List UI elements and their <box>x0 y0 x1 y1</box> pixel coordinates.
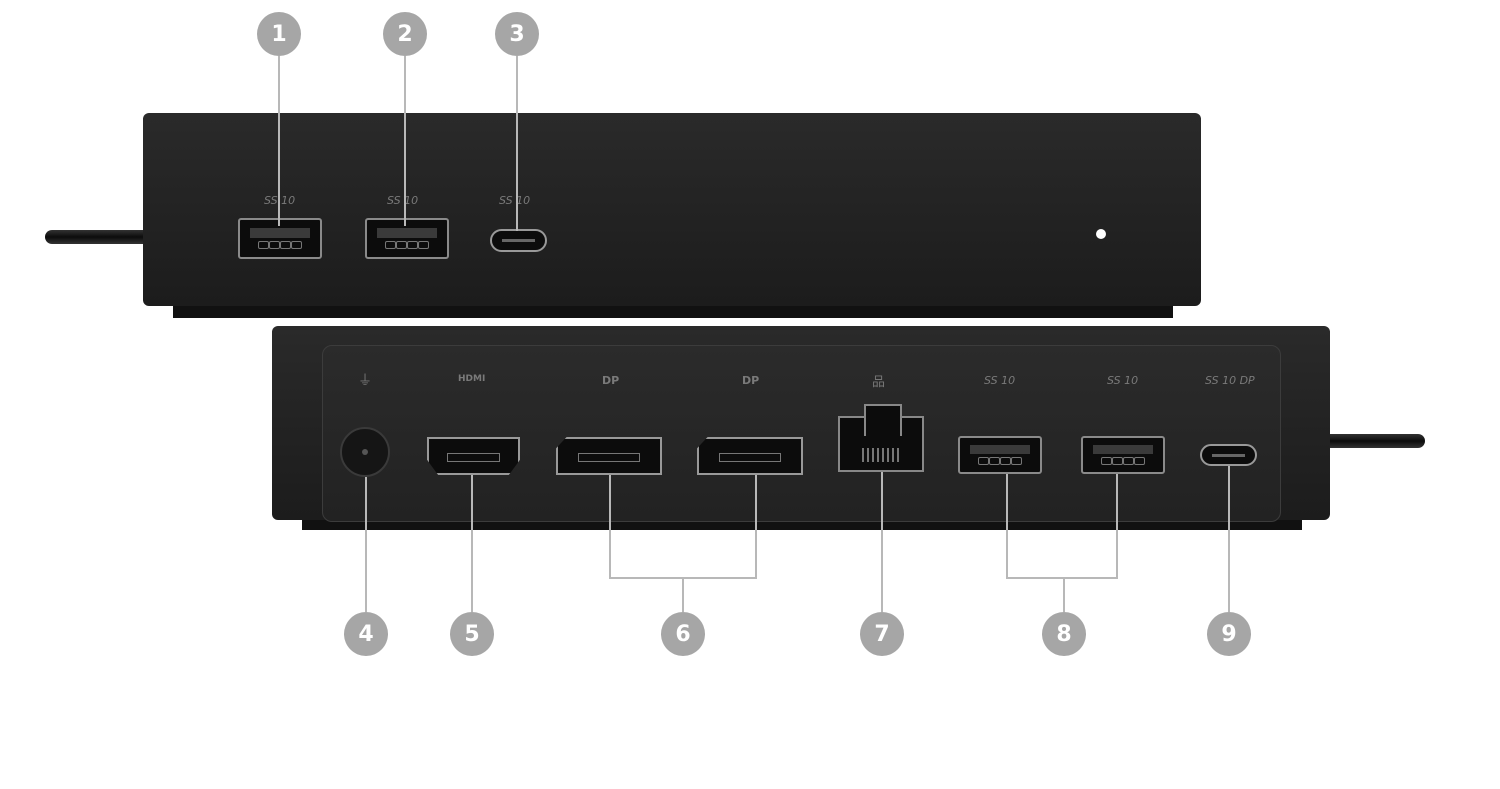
status-led-icon <box>1096 229 1106 239</box>
leader-line-8a <box>1006 474 1008 579</box>
displayport-2 <box>697 437 803 475</box>
usb-marking-1: SS 10 <box>984 374 1016 387</box>
network-icon: 品 <box>872 375 886 390</box>
power-port <box>340 427 390 477</box>
dp-marking-2: DP <box>742 374 760 387</box>
callout-9: 9 <box>1207 612 1251 656</box>
back-cable <box>1320 434 1425 448</box>
callout-4: 4 <box>344 612 388 656</box>
displayport-1 <box>556 437 662 475</box>
usb-a-port-back-1 <box>958 436 1042 474</box>
usb-c-port-front <box>490 229 547 252</box>
hdmi-marking: HDMI <box>458 374 486 384</box>
leader-line-4 <box>365 477 367 612</box>
dp-marking-1: DP <box>602 374 620 387</box>
leader-line-2 <box>404 56 406 226</box>
usb-a-port-front-1 <box>238 218 322 259</box>
leader-line-5 <box>471 475 473 612</box>
callout-2: 2 <box>383 12 427 56</box>
usb-a-port-front-2 <box>365 218 449 259</box>
hdmi-port <box>427 437 520 475</box>
leader-line-7 <box>881 472 883 612</box>
usbc-marking: SS 10 DP <box>1205 374 1255 387</box>
callout-3: 3 <box>495 12 539 56</box>
callout-5: 5 <box>450 612 494 656</box>
callout-8: 8 <box>1042 612 1086 656</box>
callout-6: 6 <box>661 612 705 656</box>
usb-c-port-back <box>1200 444 1257 466</box>
leader-line-8b <box>1116 474 1118 579</box>
leader-line-8 <box>1063 577 1065 612</box>
leader-line-9 <box>1228 466 1230 612</box>
dock-front-view <box>143 113 1201 306</box>
ethernet-port <box>838 404 924 472</box>
leader-line-6b <box>755 475 757 579</box>
leader-bracket-8 <box>1006 577 1118 579</box>
back-port-panel <box>322 345 1281 522</box>
usb-marking-2: SS 10 <box>1107 374 1139 387</box>
leader-line-6 <box>682 577 684 612</box>
port-marking-3: SS 10 <box>499 194 531 207</box>
front-cable <box>45 230 155 244</box>
callout-1: 1 <box>257 12 301 56</box>
leader-line-3 <box>516 56 518 231</box>
callout-7: 7 <box>860 612 904 656</box>
port-marking-2: SS 10 <box>387 194 419 207</box>
leader-line-6a <box>609 475 611 579</box>
usb-a-port-back-2 <box>1081 436 1165 474</box>
power-plug-icon: ⏚ <box>358 373 372 389</box>
leader-line-1 <box>278 56 280 226</box>
